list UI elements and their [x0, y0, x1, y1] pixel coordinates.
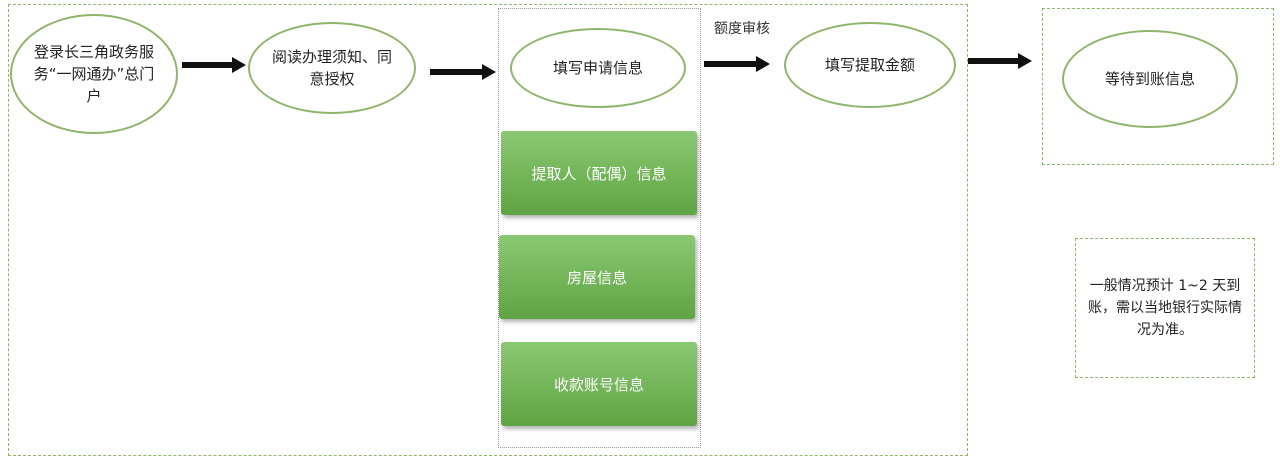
step-await-arrival: 等待到账信息	[1062, 30, 1238, 128]
substep-payee-account-info-label: 收款账号信息	[553, 375, 644, 394]
substep-housing-info: 房屋信息	[499, 235, 695, 319]
edge-label-quota-review: 额度审核	[714, 21, 770, 37]
arrow-4	[968, 53, 1032, 69]
application-info-group	[498, 8, 701, 448]
step-fill-amount: 填写提取金额	[784, 22, 956, 108]
step-read-and-authorize: 阅读办理须知、同意授权	[248, 22, 416, 114]
result-frame	[1042, 8, 1274, 165]
arrival-time-note-text: 一般情况预计 1~2 天到账，需以当地银行实际情况为准。	[1088, 278, 1242, 338]
substep-applicant-spouse-info-label: 提取人（配偶）信息	[531, 164, 667, 183]
main-flow-frame	[8, 4, 968, 456]
step-await-arrival-label: 等待到账信息	[1104, 70, 1195, 88]
arrival-time-note: 一般情况预计 1~2 天到账，需以当地银行实际情况为准。	[1075, 238, 1255, 378]
arrow-3	[704, 56, 770, 72]
step-login-portal: 登录长三角政务服务“一网通办”总门户	[10, 14, 178, 134]
arrow-2	[430, 64, 496, 80]
step-fill-amount-label: 填写提取金额	[824, 56, 915, 74]
substep-applicant-spouse-info: 提取人（配偶）信息	[501, 131, 697, 215]
step-fill-application: 填写申请信息	[510, 28, 686, 108]
substep-housing-info-label: 房屋信息	[566, 268, 627, 287]
step-login-portal-label: 登录长三角政务服务“一网通办”总门户	[33, 43, 155, 105]
step-fill-application-label: 填写申请信息	[552, 59, 643, 77]
step-read-and-authorize-label: 阅读办理须知、同意授权	[271, 48, 392, 88]
arrow-1	[182, 57, 246, 73]
substep-payee-account-info: 收款账号信息	[501, 342, 697, 426]
